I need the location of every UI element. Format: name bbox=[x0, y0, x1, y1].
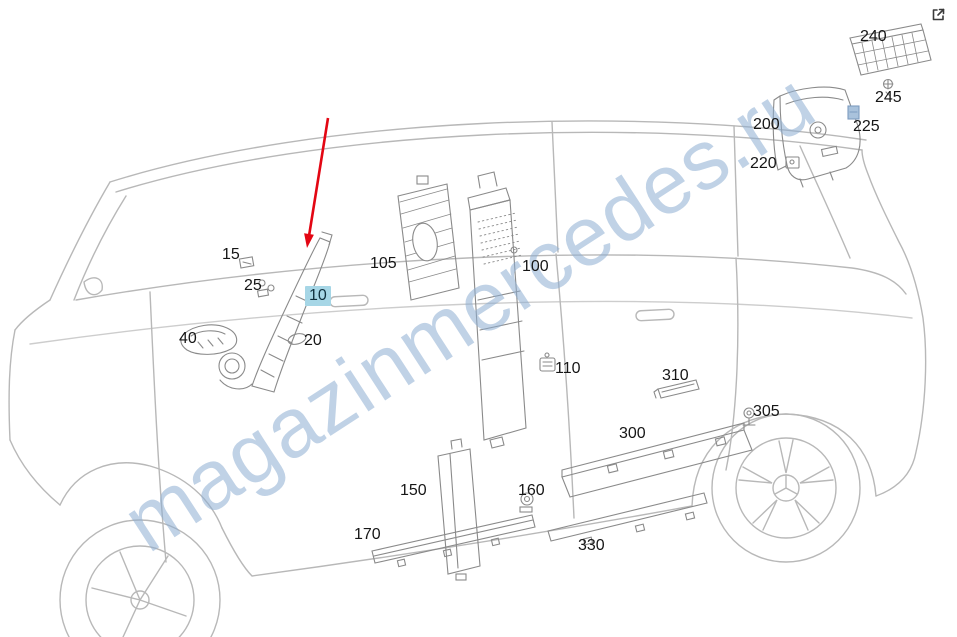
part-330-sill-strip bbox=[547, 492, 708, 546]
part-20-clip bbox=[287, 333, 307, 345]
part-40-trim-piece bbox=[180, 324, 238, 355]
part-label-15[interactable]: 15 bbox=[222, 246, 240, 263]
part-300-rear-sill-panel bbox=[561, 422, 753, 498]
exploded-parts bbox=[180, 23, 932, 581]
expand-button[interactable] bbox=[928, 3, 952, 27]
part-225-clip bbox=[847, 105, 860, 120]
part-305-clip bbox=[742, 407, 756, 426]
part-label-170[interactable]: 170 bbox=[354, 526, 381, 543]
part-160-clip bbox=[519, 492, 534, 513]
part-label-40[interactable]: 40 bbox=[179, 330, 197, 347]
part-label-10[interactable]: 10 bbox=[305, 286, 331, 306]
part-label-310[interactable]: 310 bbox=[662, 367, 689, 384]
part-label-105[interactable]: 105 bbox=[370, 255, 397, 272]
part-245-screw-clip bbox=[882, 78, 894, 97]
part-label-110[interactable]: 110 bbox=[555, 360, 581, 377]
car-body bbox=[8, 120, 927, 637]
part-110-clip bbox=[539, 352, 556, 372]
part-label-150[interactable]: 150 bbox=[400, 482, 427, 499]
part-15-clip bbox=[238, 256, 255, 269]
part-label-330[interactable]: 330 bbox=[578, 537, 605, 554]
part-25-clip bbox=[256, 279, 275, 298]
part-label-25[interactable]: 25 bbox=[244, 277, 262, 294]
part-label-305[interactable]: 305 bbox=[753, 403, 780, 420]
part-240-vent-grille bbox=[849, 23, 932, 76]
part-150-b-pillar-lower-trim bbox=[437, 438, 481, 581]
part-105-speaker-panel bbox=[397, 175, 460, 301]
part-label-160[interactable]: 160 bbox=[518, 482, 545, 499]
open-in-new-icon bbox=[932, 8, 945, 21]
part-10-a-pillar-trim bbox=[218, 231, 333, 393]
part-170-sill-strip bbox=[371, 514, 536, 568]
part-label-220[interactable]: 220 bbox=[750, 155, 777, 172]
part-label-225[interactable]: 225 bbox=[853, 118, 880, 135]
part-label-240[interactable]: 240 bbox=[860, 28, 887, 45]
part-label-100[interactable]: 100 bbox=[522, 258, 549, 275]
part-220-clip bbox=[785, 156, 800, 169]
part-310-bracket bbox=[653, 379, 700, 399]
part-label-245[interactable]: 245 bbox=[875, 89, 902, 106]
part-label-300[interactable]: 300 bbox=[619, 425, 646, 442]
part-100-b-pillar-upper-trim bbox=[467, 171, 527, 449]
part-label-200[interactable]: 200 bbox=[753, 116, 780, 133]
part-label-20[interactable]: 20 bbox=[304, 332, 322, 349]
part-200-d-pillar-trim bbox=[772, 86, 861, 188]
